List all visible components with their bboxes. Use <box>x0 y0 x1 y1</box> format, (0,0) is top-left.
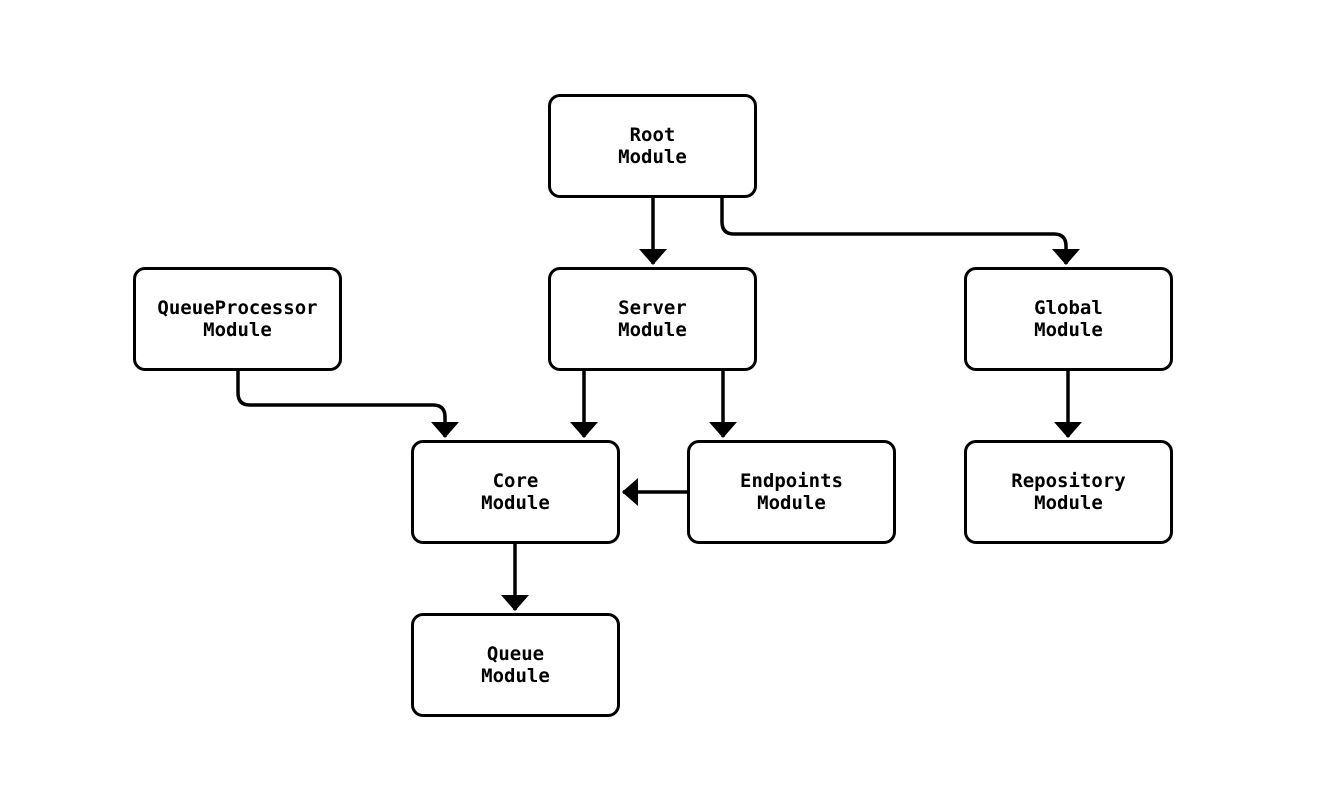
node-label-line: Module <box>1034 319 1103 341</box>
edge-root-to-global <box>720 198 1080 265</box>
node-label-line: QueueProcessor <box>157 297 318 319</box>
node-label-line: Module <box>481 492 550 514</box>
node-label-line: Module <box>757 492 826 514</box>
node-label-line: Module <box>618 319 687 341</box>
node-queue-module: Queue Module <box>411 613 620 717</box>
edge-queueprocessor-to-core <box>236 371 459 438</box>
node-root-module: Root Module <box>548 94 757 198</box>
node-label-line: Global <box>1034 297 1103 319</box>
node-label-line: Server <box>618 297 687 319</box>
node-endpoints-module: Endpoints Module <box>687 440 896 544</box>
node-global-module: Global Module <box>964 267 1173 371</box>
node-label-line: Module <box>481 665 550 687</box>
node-label-line: Endpoints <box>740 470 843 492</box>
node-label-line: Module <box>1034 492 1103 514</box>
node-label-line: Core <box>492 470 539 492</box>
node-label-line: Repository <box>1011 470 1126 492</box>
node-core-module: Core Module <box>411 440 620 544</box>
node-server-module: Server Module <box>548 267 757 371</box>
node-label-line: Queue <box>486 643 545 665</box>
node-label-line: Module <box>203 319 272 341</box>
node-label-line: Root <box>629 124 676 146</box>
node-queueprocessor-module: QueueProcessor Module <box>133 267 342 371</box>
node-repository-module: Repository Module <box>964 440 1173 544</box>
node-label-line: Module <box>618 146 687 168</box>
